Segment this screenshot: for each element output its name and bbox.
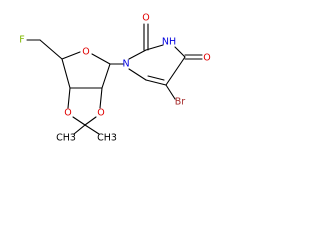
carbonyl-oxygen-c4-label: O	[203, 53, 210, 64]
methyl-left-label: CH3	[56, 133, 76, 144]
atom-labels: F O O O N NH O O Br CH3 CH3	[19, 13, 210, 144]
dioxolane-oxygen-right-label: O	[97, 108, 104, 119]
dioxolane-oxygen-left-label: O	[64, 108, 71, 119]
bond-o-cacetal-right	[84, 116, 97, 126]
bond-cacetal-methyl-right	[84, 124, 100, 135]
bond-c2prime-o	[99, 87, 103, 109]
methyl-right-label: CH3	[97, 133, 117, 144]
bond-c2-n3	[145, 44, 164, 51]
bromine-label: Br	[175, 97, 186, 108]
bond-c5-c6	[145, 79, 167, 86]
bond-ch2-c4prime	[39, 39, 63, 60]
carbonyl-oxygen-c2-label: O	[142, 13, 149, 24]
bond-o-cacetal-left	[72, 116, 86, 126]
bond-c1prime-c2prime	[101, 63, 111, 89]
molecule-structure-diagram: F O O O N NH O O Br CH3 CH3	[0, 0, 226, 153]
ring-oxygen-label: O	[82, 47, 89, 58]
bond-c6-n1	[128, 68, 147, 81]
bond-c4prime-o4prime	[61, 51, 81, 60]
bond-n3-c4	[174, 46, 186, 58]
bond-c5-c6-inner	[147, 75, 165, 81]
bond-c4-c5	[165, 56, 186, 86]
bonds	[26, 23, 203, 135]
n1-label: N	[122, 59, 129, 70]
n3-nh-label: NH	[162, 37, 176, 48]
bond-c5-br	[165, 84, 176, 100]
bond-n1-c2	[128, 49, 147, 60]
bond-o4prime-c1prime	[91, 53, 111, 65]
bond-c3prime-o	[67, 87, 71, 109]
fluorine-label: F	[19, 35, 24, 46]
bond-cacetal-methyl-left	[73, 124, 86, 135]
bond-c3prime-c4prime	[61, 58, 71, 89]
